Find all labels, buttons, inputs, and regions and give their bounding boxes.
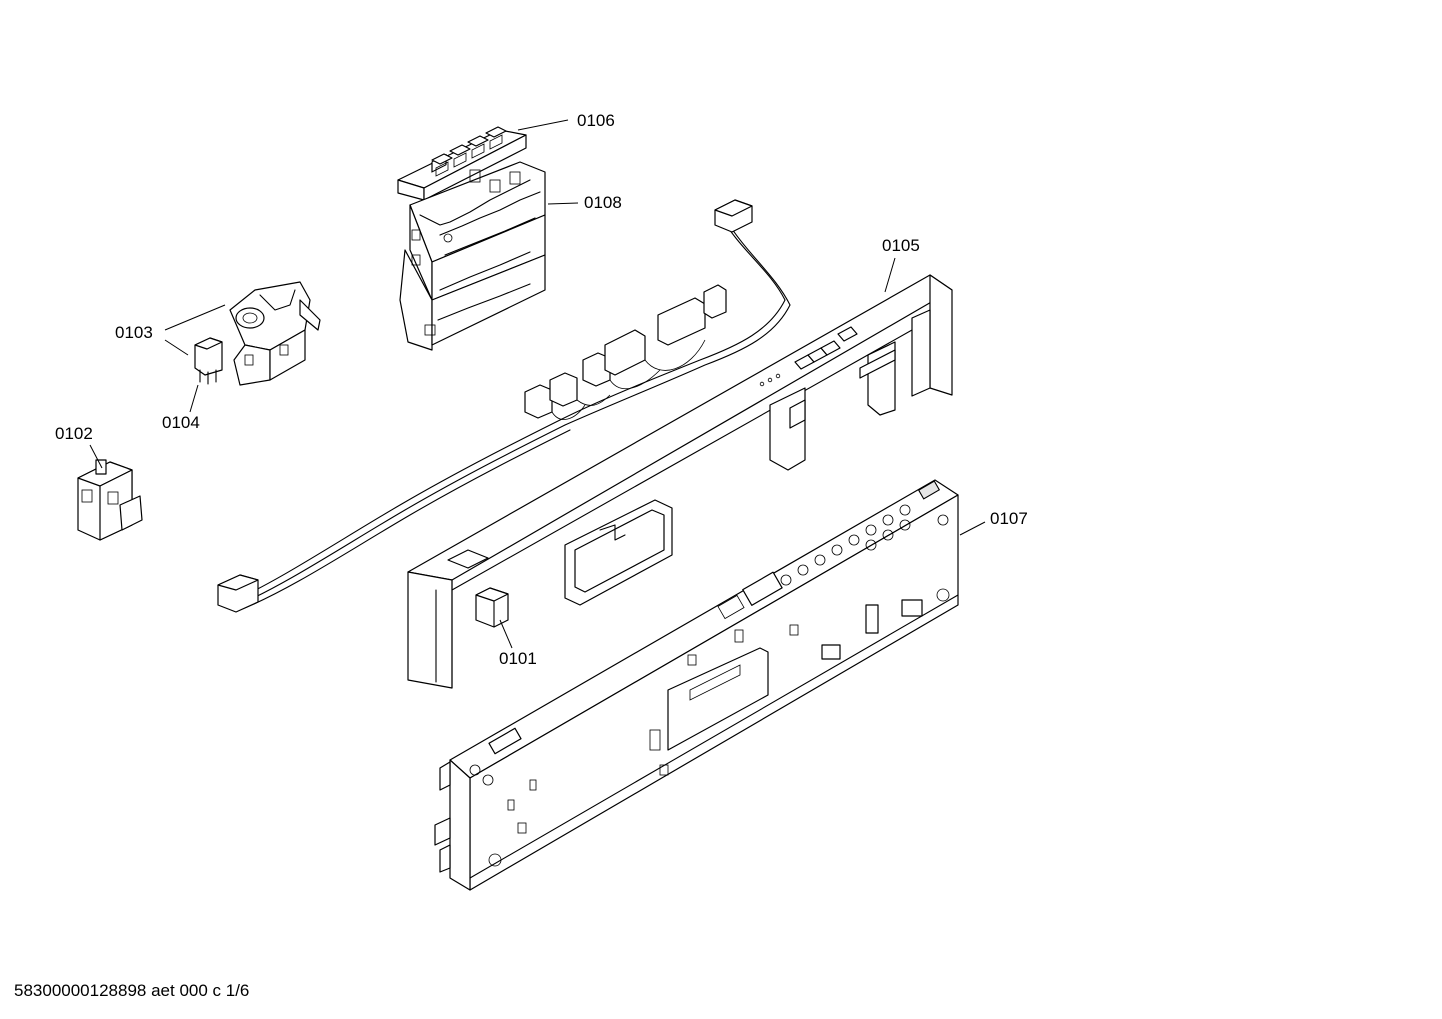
part-0101-block bbox=[475, 587, 509, 628]
part-0106-button-strip bbox=[397, 126, 527, 201]
part-0105-front-panel bbox=[407, 274, 953, 689]
label-0105: 0105 bbox=[882, 236, 920, 255]
label-0103: 0103 bbox=[115, 323, 153, 342]
label-0104: 0104 bbox=[162, 413, 200, 432]
part-0107-panel-housing bbox=[434, 479, 959, 891]
part-0104-micro-switch bbox=[194, 337, 223, 385]
label-0101: 0101 bbox=[499, 649, 537, 668]
part-0103-door-switch bbox=[229, 281, 321, 386]
label-0108: 0108 bbox=[584, 193, 622, 212]
part-labels: 0106 0108 0105 0103 0104 0102 0107 0101 bbox=[55, 111, 1028, 668]
document-reference: 58300000128898 aet 000 c 1/6 bbox=[14, 981, 250, 1000]
part-0102-relay bbox=[77, 459, 143, 541]
part-0108-control-module bbox=[399, 161, 546, 351]
label-0102: 0102 bbox=[55, 424, 93, 443]
wiring-harness bbox=[217, 199, 791, 613]
label-0106: 0106 bbox=[577, 111, 615, 130]
label-0107: 0107 bbox=[990, 509, 1028, 528]
leader-lines bbox=[89, 119, 986, 649]
